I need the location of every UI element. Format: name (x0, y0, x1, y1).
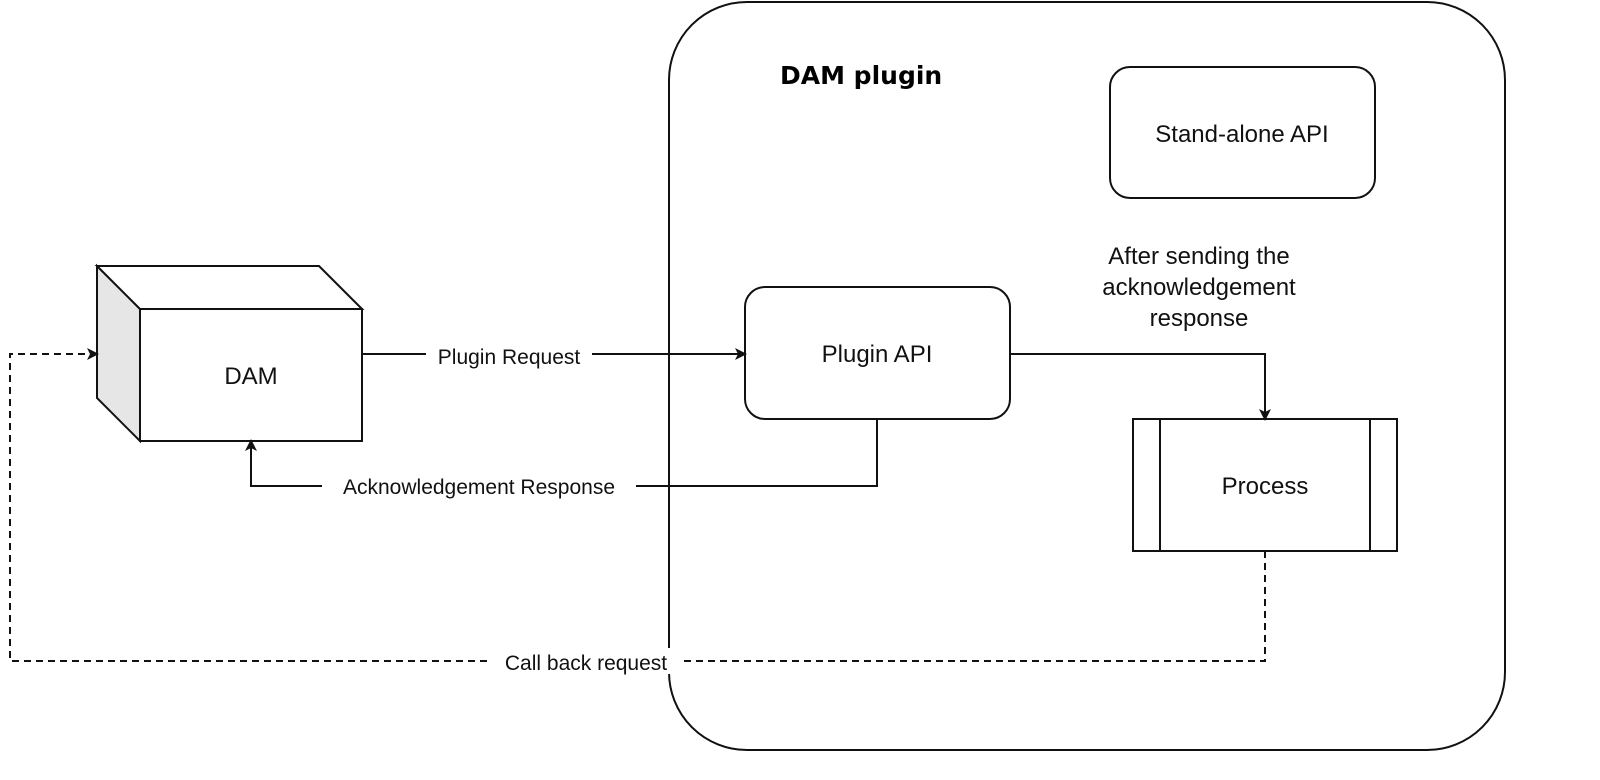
note-line-2: acknowledgement (1102, 274, 1296, 301)
dam-node[interactable]: DAM (94, 263, 365, 444)
process-label: Process (1222, 473, 1309, 500)
edge-plugin-request[interactable]: Plugin Request (362, 341, 747, 369)
plugin-api-label: Plugin API (822, 341, 933, 368)
plugin-api-node[interactable]: Plugin API (744, 286, 1011, 420)
edge-ack-response[interactable]: Acknowledgement Response (245, 419, 878, 499)
plugin-request-label: Plugin Request (438, 346, 581, 369)
note-line-1: After sending the (1108, 243, 1289, 270)
edge-callback-request[interactable]: Call back request (9, 348, 1266, 675)
note-line-3: response (1150, 305, 1249, 332)
dam-label: DAM (224, 363, 277, 390)
edge-plugin-to-process[interactable] (1010, 353, 1271, 421)
process-node[interactable]: Process (1132, 418, 1398, 552)
standalone-api-node[interactable]: Stand-alone API (1109, 66, 1376, 199)
standalone-api-label: Stand-alone API (1155, 121, 1328, 148)
callback-label: Call back request (505, 652, 667, 675)
ack-response-label: Acknowledgement Response (343, 476, 615, 499)
container-title: DAM plugin (780, 61, 942, 90)
